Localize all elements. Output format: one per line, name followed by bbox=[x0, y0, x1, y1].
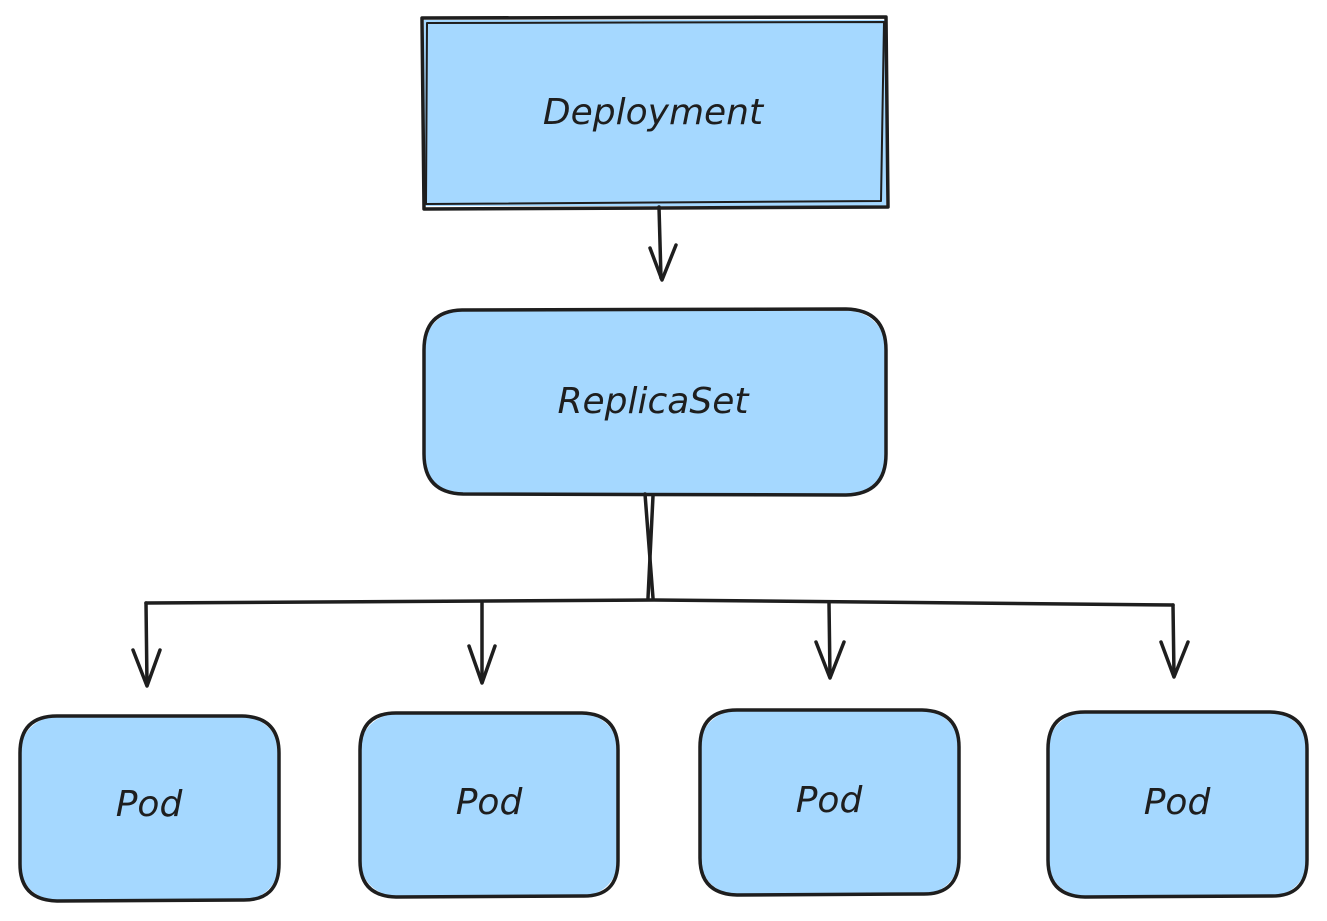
arrow-to-pod-2 bbox=[467, 601, 497, 685]
arrow-shaft bbox=[144, 601, 149, 687]
arrow-to-pod-4 bbox=[1159, 603, 1190, 679]
pod-node-3[interactable]: Pod bbox=[698, 708, 961, 897]
pod-node-fill bbox=[20, 717, 279, 900]
deployment-node-fill bbox=[424, 20, 886, 206]
pod-label: Pod bbox=[796, 780, 864, 821]
pod-node-border bbox=[18, 714, 281, 903]
arrow-to-pod-1 bbox=[131, 601, 162, 688]
arrow-shaft bbox=[657, 205, 663, 280]
pod-node-border bbox=[698, 708, 961, 897]
pod-label: Pod bbox=[116, 784, 184, 825]
pod-node-4[interactable]: Pod bbox=[1046, 710, 1309, 899]
pod-node-1[interactable]: Pod bbox=[18, 714, 281, 903]
connector-trunk-b bbox=[646, 494, 655, 600]
pod-node-border bbox=[358, 711, 620, 899]
arrow-head bbox=[814, 640, 846, 680]
replicaset-label: ReplicaSet bbox=[558, 381, 751, 422]
replicaset-node-border bbox=[422, 307, 888, 497]
fanout-connector bbox=[144, 492, 1175, 607]
replicaset-node[interactable]: ReplicaSet bbox=[422, 307, 888, 497]
arrow-head bbox=[467, 644, 497, 685]
pod-node-fill bbox=[360, 714, 618, 896]
deployment-node-border bbox=[420, 15, 890, 211]
pod-label: Pod bbox=[1144, 782, 1212, 823]
replicaset-node-fill bbox=[424, 311, 886, 494]
deployment-node-border-inner bbox=[425, 21, 885, 205]
pod-node-fill bbox=[700, 711, 959, 894]
pod-node-border bbox=[1046, 710, 1309, 899]
arrow-shaft bbox=[1171, 603, 1176, 678]
pod-node-fill bbox=[1048, 713, 1307, 896]
arrow-to-pod-3 bbox=[814, 601, 846, 680]
connector-bus bbox=[144, 598, 1175, 607]
arrow-head bbox=[1159, 640, 1190, 679]
pod-node-2[interactable]: Pod bbox=[358, 711, 620, 899]
arrow-shaft bbox=[827, 601, 832, 679]
deployment-node[interactable]: Deployment bbox=[420, 15, 890, 211]
deployment-label: Deployment bbox=[543, 92, 765, 133]
arrow-head bbox=[131, 648, 162, 688]
arrow-deployment-to-replicaset bbox=[648, 205, 678, 282]
pod-label: Pod bbox=[456, 782, 524, 823]
arrow-head bbox=[648, 243, 678, 282]
